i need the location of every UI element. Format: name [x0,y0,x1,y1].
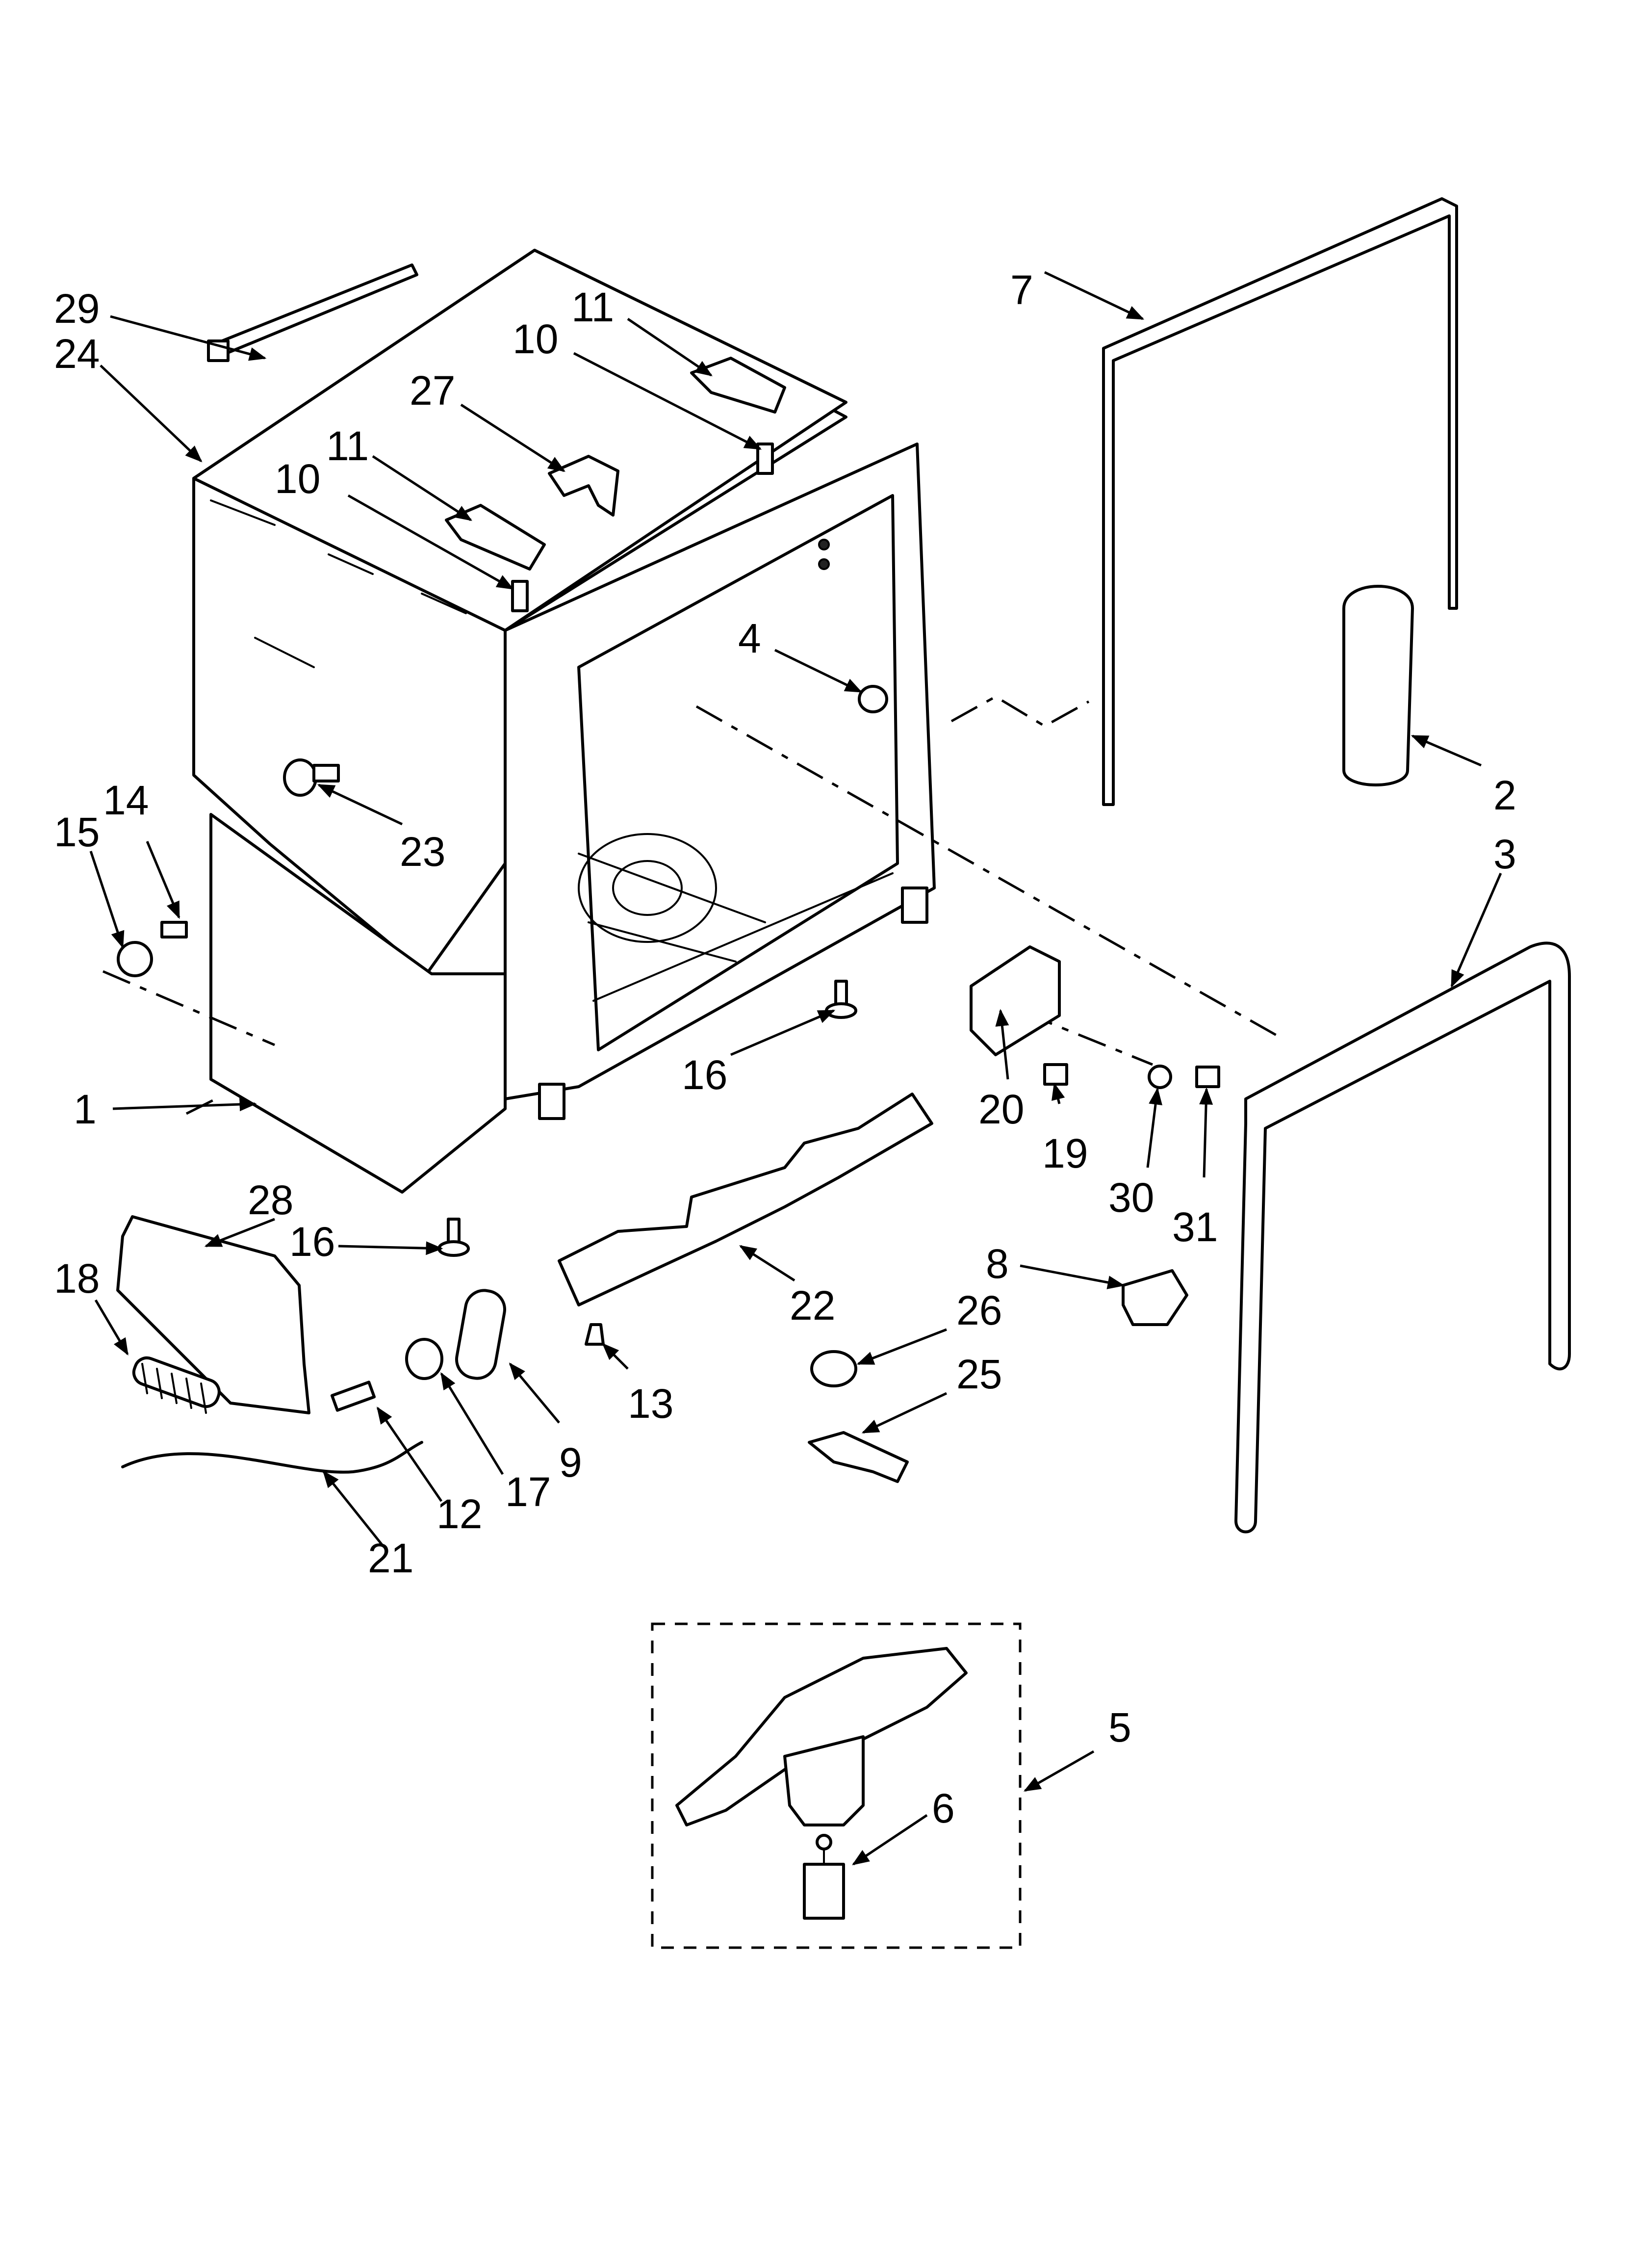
callout-10: 10 [513,316,558,362]
callout-12: 12 [436,1491,482,1537]
callout-9: 9 [559,1439,582,1486]
part-22-shield [558,1093,933,1306]
tub-foot [538,1083,565,1120]
part-26-float [810,1350,857,1387]
reference-line [950,695,1090,728]
callout-4: 4 [738,615,761,661]
part-2-tube [1342,585,1414,786]
part-12-screw [330,1381,376,1412]
callout-29: 29 [54,286,100,332]
tub-floor [578,853,894,1002]
callout-30: 30 [1108,1174,1154,1221]
tub-screw [818,539,830,550]
tub-foot [901,886,928,924]
callout-19: 19 [1042,1130,1088,1176]
callout-6: 6 [932,1785,955,1831]
callout-24: 24 [54,331,100,377]
part-14-screw [160,921,188,938]
part-23-plug [283,758,340,797]
part-4-stud [858,685,888,713]
part-7-gasket [1102,197,1458,806]
part-31-screw [1195,1066,1220,1088]
callout-14: 14 [103,777,149,823]
callout-23: 23 [400,829,445,875]
callout-22: 22 [790,1282,835,1329]
part-27-clip [548,455,619,517]
callout-16: 16 [289,1219,335,1265]
callout-10: 10 [275,456,320,502]
part-10-screw [511,580,529,612]
part-20-bracket [970,945,1061,1056]
part-18-spring [132,1356,221,1414]
part-25-bracket [808,1431,909,1483]
tub-assembly [192,249,936,1194]
part-11-bracket [445,504,546,571]
callout-11: 11 [326,423,369,469]
callout-21: 21 [368,1535,413,1581]
part-11-bracket [690,357,786,414]
tub-screw [818,558,830,570]
part-30-washer [1148,1065,1172,1089]
tub-lower-skirt [209,813,507,1194]
callout-13: 13 [628,1381,673,1427]
panel-marks [210,499,467,668]
callout-31: 31 [1172,1204,1218,1250]
part-17-grommet [405,1338,443,1380]
leader-lines [89,271,1502,1866]
part-16-leveling-leg [437,1218,470,1257]
part-8-clip [1122,1269,1188,1326]
callout-15: 15 [54,809,100,855]
tub-top-panel [192,249,847,632]
part-6-bearing [803,1834,845,1920]
part-5-spray-arm [675,1647,968,1826]
callout-5: 5 [1108,1704,1131,1750]
callout-3: 3 [1493,831,1516,877]
callout-25: 25 [956,1351,1002,1397]
sump [578,833,717,943]
callout-2: 2 [1493,772,1516,818]
callout-27: 27 [410,367,455,414]
callout-11: 11 [571,284,614,330]
part-3-gasket [1234,941,1571,1534]
part-13-clip [585,1323,605,1346]
part-15-nut [117,941,153,977]
callout-18: 18 [54,1255,100,1302]
part-19-screw [1043,1063,1068,1086]
callout-labels: 29 24 11 10 27 11 10 4 7 2 3 23 15 14 16… [54,267,1516,1831]
callout-20: 20 [978,1086,1024,1132]
callout-28: 28 [248,1177,293,1223]
part-29-cable-tie [207,263,418,362]
callout-1: 1 [74,1086,97,1132]
callout-16: 16 [682,1052,727,1098]
callout-8: 8 [986,1241,1009,1287]
part-21-ground-wire [121,1441,423,1474]
part-9-cam [455,1289,506,1380]
part-5-hub [783,1735,865,1826]
callout-7: 7 [1010,267,1033,313]
reference-line [695,705,1286,1042]
callout-26: 26 [956,1287,1002,1333]
sump-inner [612,860,683,916]
callout-17: 17 [505,1469,551,1515]
part-28-insulation-panel [116,1215,310,1414]
part-5-inset-box [651,1622,1022,1949]
